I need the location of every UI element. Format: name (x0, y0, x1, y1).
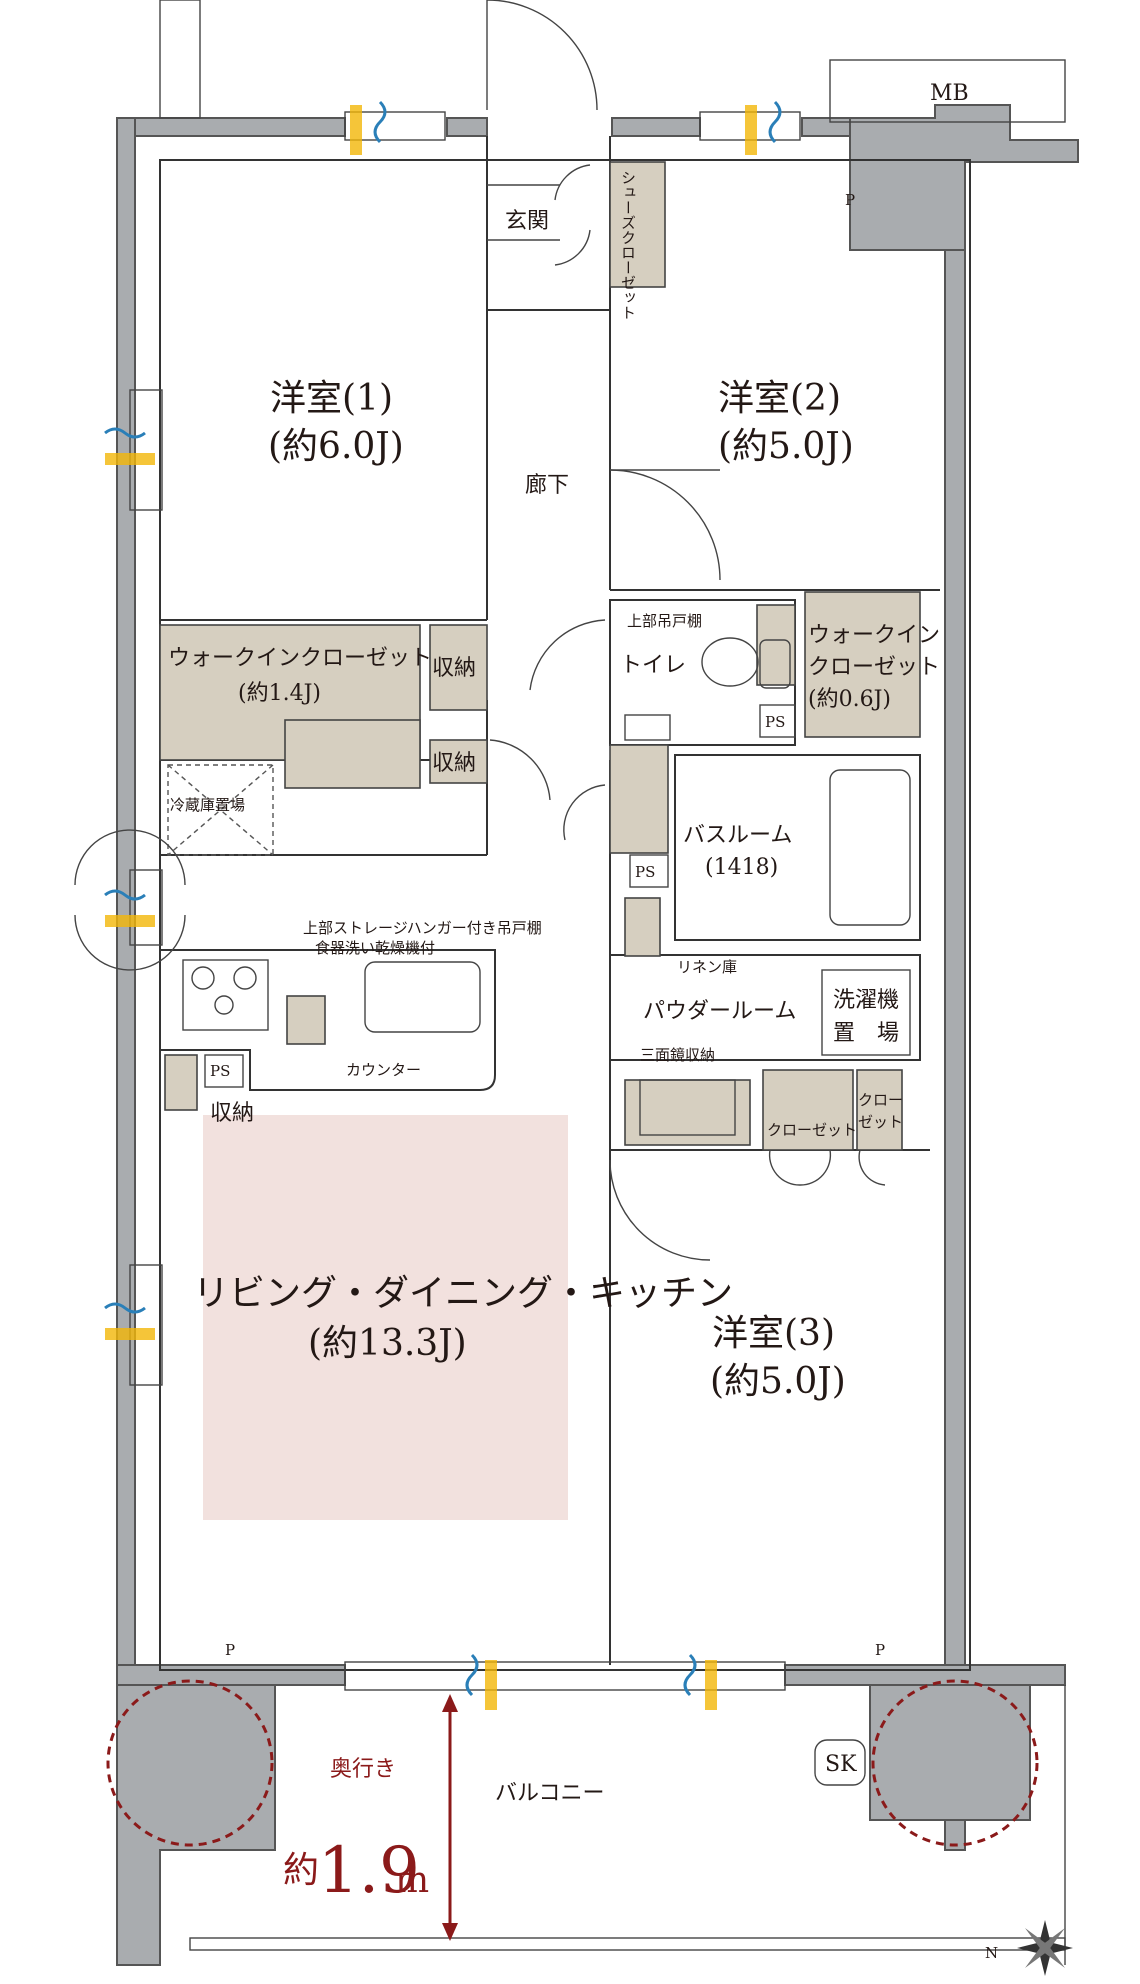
kitchen-note-1: 上部ストレージハンガー付き吊戸棚 (303, 919, 542, 937)
ps-label-2: PS (635, 863, 655, 881)
sk-label: SK (825, 1752, 857, 1777)
storage-label-3: 収納 (210, 1101, 254, 1126)
ldk-name: リビング・ダイニング・キッチン (193, 1273, 733, 1314)
compass-north-label: N (985, 1944, 998, 1962)
counter-label: カウンター (346, 1061, 421, 1079)
triple-mirror-label: 三面鏡収納 (640, 1046, 715, 1064)
closet-small-2: ゼット (858, 1113, 903, 1131)
walls (116, 104, 1079, 1966)
depth-arrow (442, 1694, 458, 1941)
closet-label: クローゼット (767, 1121, 857, 1139)
depth-prefix: 約 (283, 1850, 319, 1891)
balcony-depth-label: 奥行き 約 1.9 m (283, 1757, 429, 1908)
wic2-name-1: ウォークイン (808, 623, 940, 648)
pipe-label-1: P (845, 191, 855, 209)
storage-label-2: 収納 (432, 751, 476, 776)
column-highlights (106, 1679, 1039, 1847)
ventilation-marks (104, 100, 782, 1710)
bathroom-size: (1418) (705, 855, 778, 880)
storage-areas (159, 161, 921, 1151)
wic2-size: (約0.6J) (808, 687, 891, 712)
shoe-closet-label: シューズクローゼット (619, 170, 637, 320)
western2-name: 洋室(2) (718, 378, 841, 419)
wic1-name: ウォークインクローゼット (168, 646, 432, 671)
powder-room-label: パウダールーム (643, 999, 796, 1024)
doors (74, 0, 886, 1261)
wic2-name-2: クローゼット (808, 655, 940, 680)
depth-value: 1.9 (318, 1834, 420, 1908)
ps-label-3: PS (210, 1062, 230, 1080)
ps-label-1: PS (765, 713, 785, 731)
room-labels: 玄関 シューズクローゼット MB 洋室(1) (約6.0J) 洋室(2) (約5… (168, 81, 969, 1806)
pipe-label-3: P (875, 1641, 885, 1659)
western2-size: (約5.0J) (718, 426, 854, 467)
western3-size: (約5.0J) (710, 1361, 846, 1402)
upper-cabinet-label: 上部吊戸棚 (627, 612, 702, 630)
windows (104, 100, 801, 1710)
ldk-highlight (203, 1115, 568, 1520)
linen-label: リネン庫 (677, 958, 737, 976)
wic1-size: (約1.4J) (238, 681, 321, 706)
entrance-label: 玄関 (505, 209, 549, 234)
pipe-label-2: P (225, 1641, 235, 1659)
balcony-label: バルコニー (495, 1781, 605, 1806)
western1-name: 洋室(1) (270, 378, 393, 419)
depth-title: 奥行き (330, 1757, 396, 1782)
closet-small-1: クロー (858, 1091, 903, 1109)
toilet-label: トイレ (620, 653, 686, 678)
washer-label-1: 洗濯機 (833, 988, 899, 1013)
washer-label-2: 置 場 (833, 1021, 899, 1046)
ldk-size: (約13.3J) (308, 1323, 467, 1364)
hallway-label: 廊下 (525, 473, 569, 498)
fixtures (159, 0, 1066, 1786)
western3-name: 洋室(3) (712, 1313, 835, 1354)
compass-icon: N (985, 1920, 1073, 1976)
storage-label-1: 収納 (432, 656, 476, 681)
depth-unit: m (395, 1860, 429, 1901)
western1-size: (約6.0J) (268, 426, 404, 467)
fridge-label: 冷蔵庫置場 (170, 796, 245, 814)
bathroom-name: バスルーム (683, 823, 792, 848)
mb-label: MB (930, 81, 969, 106)
kitchen-note-2: 食器洗い乾燥機付 (315, 939, 435, 957)
